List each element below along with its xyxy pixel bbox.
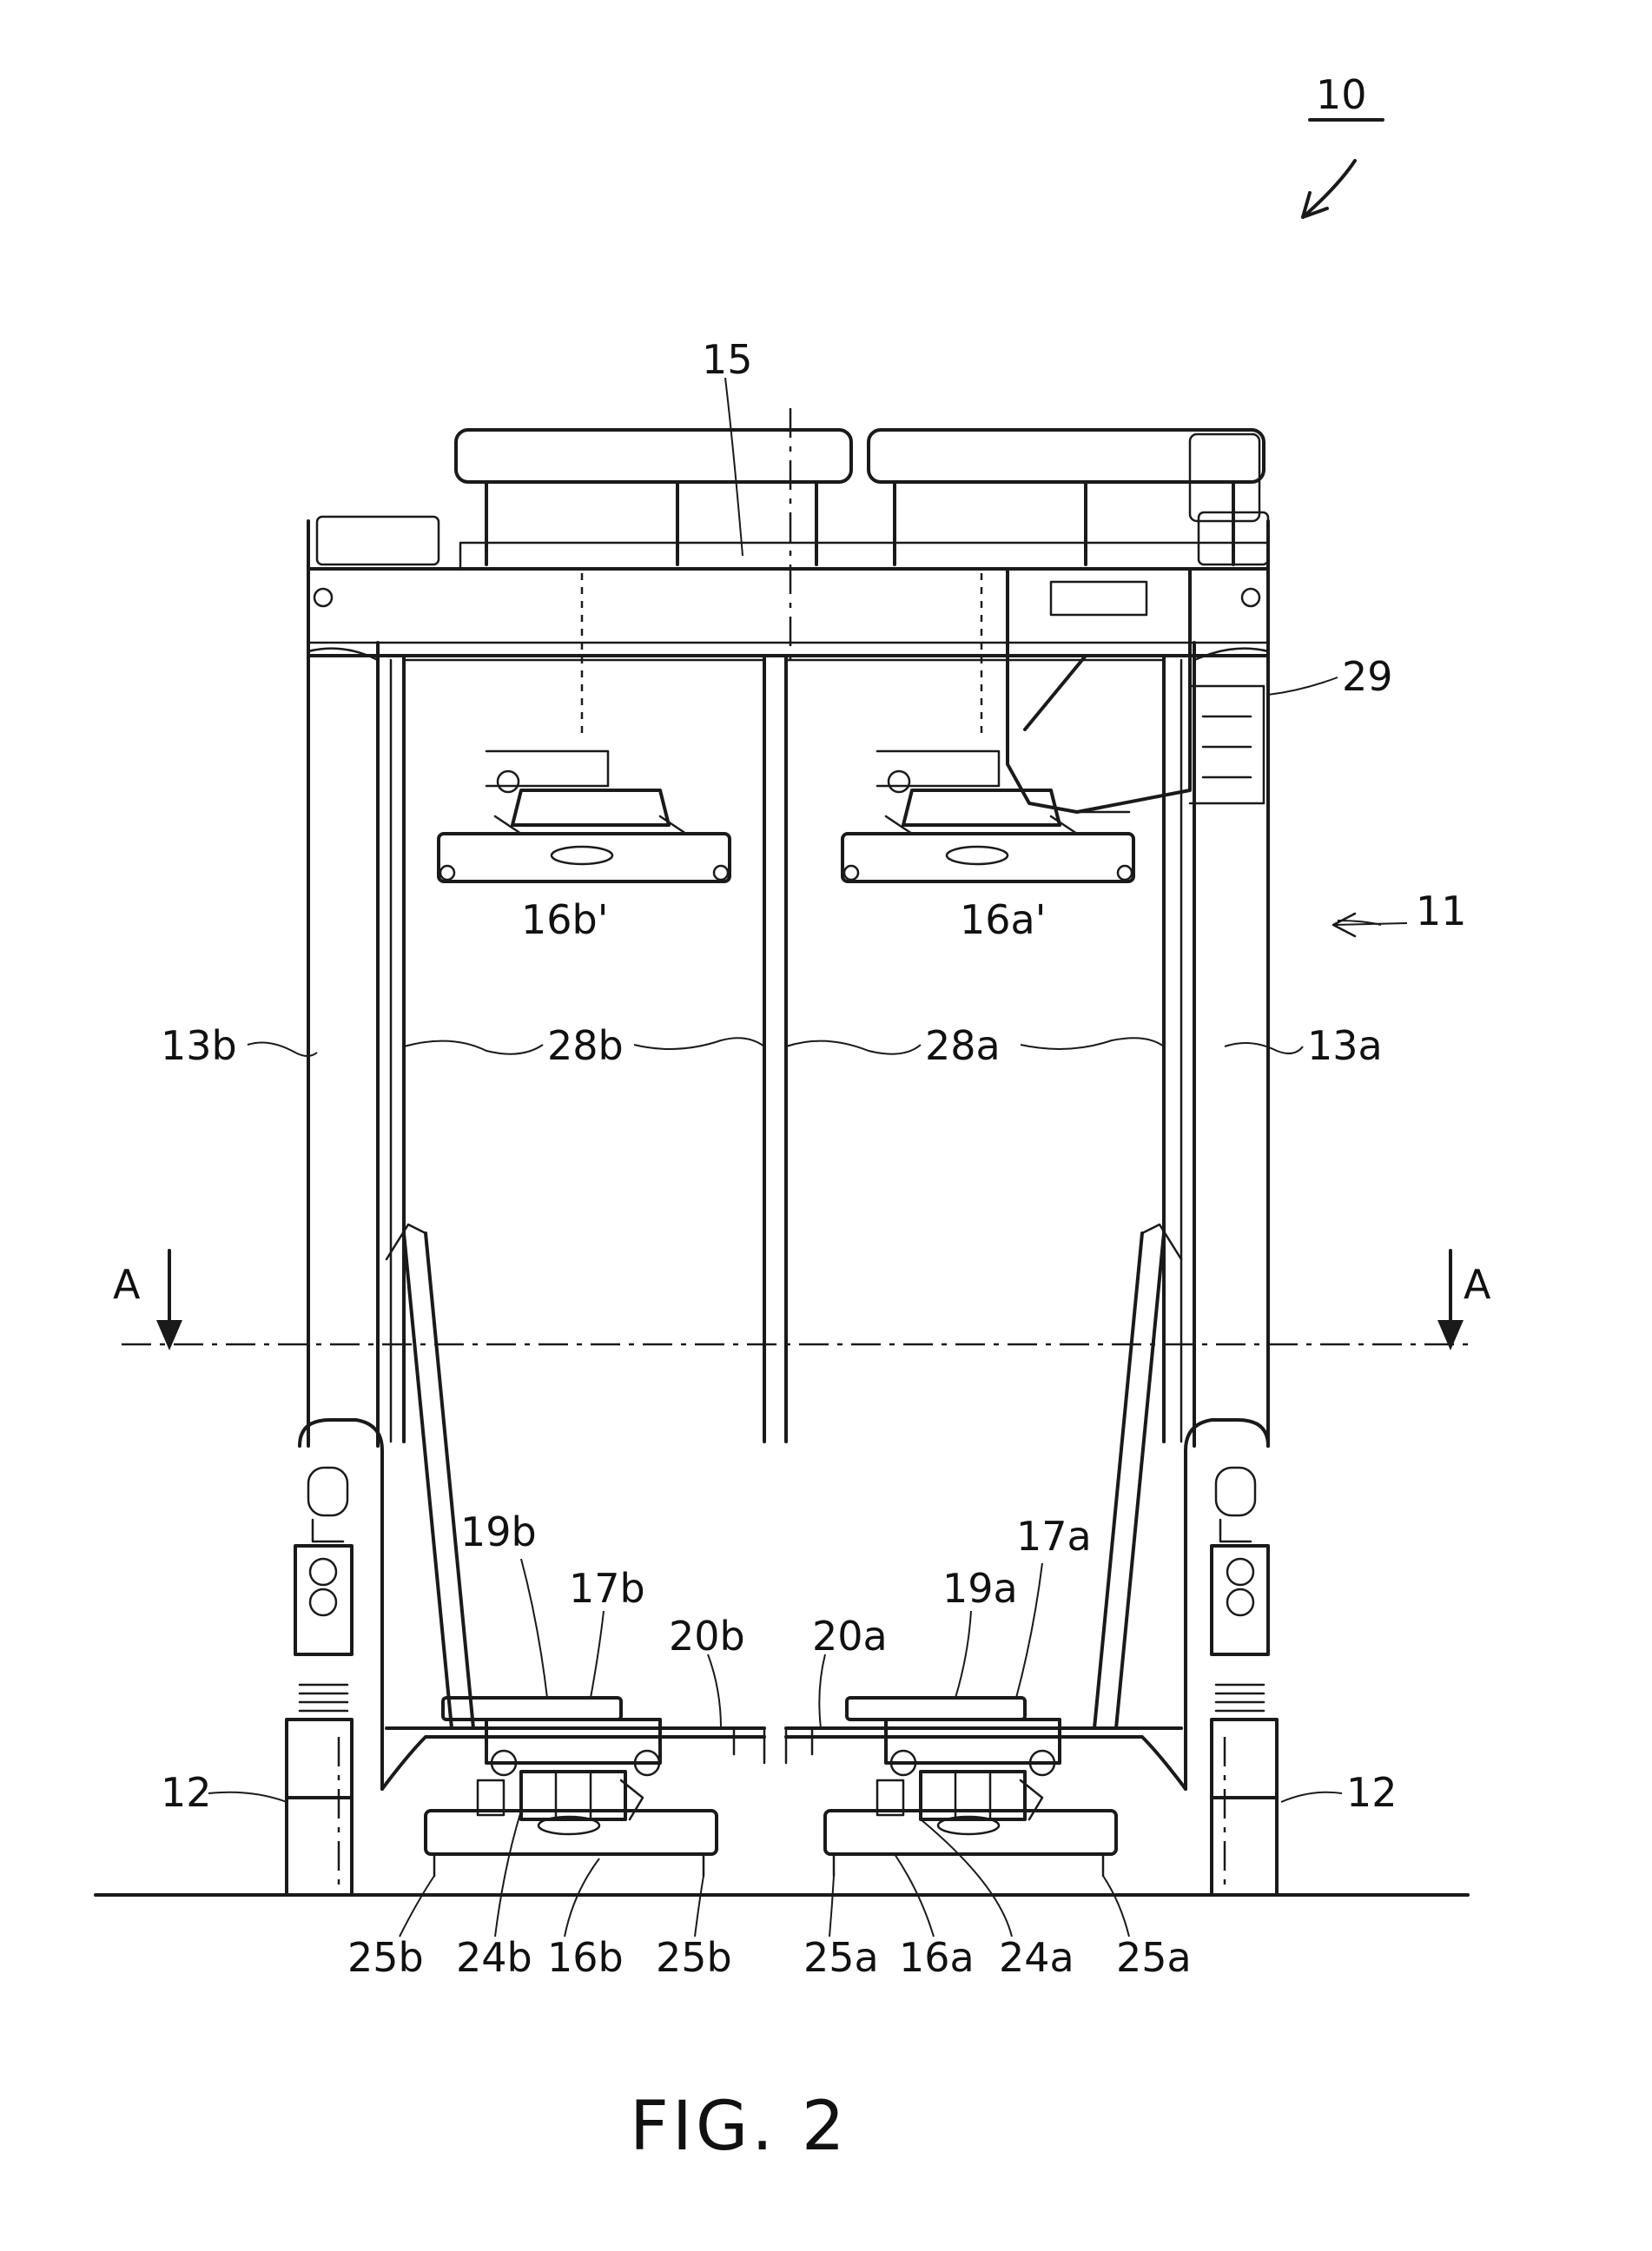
label-12-left: 12 (161, 1769, 212, 1816)
label-10: 10 (1316, 71, 1367, 118)
label-15: 15 (702, 336, 753, 383)
spreader-16a-prime (843, 751, 1133, 881)
label-20b: 20b (669, 1613, 745, 1660)
label-28b: 28b (547, 1022, 624, 1069)
label-29: 29 (1342, 653, 1393, 700)
leg-13b (308, 521, 391, 1446)
spreader-16b (426, 1780, 717, 1876)
spreader-16a (825, 1780, 1116, 1876)
label-25b-right: 25b (656, 1934, 732, 1981)
strut-19a (1094, 1225, 1181, 1728)
label-25a-right: 25a (1116, 1934, 1192, 1981)
cab-29 (1008, 569, 1264, 812)
label-16a-prime: 16a' (960, 896, 1046, 943)
leader-lines (208, 378, 1381, 1937)
strut-19b (387, 1225, 473, 1728)
label-24a: 24a (999, 1934, 1074, 1981)
wheel-assembly-right (1186, 1420, 1277, 1893)
label-section-a-right: A (1464, 1261, 1491, 1308)
label-11: 11 (1416, 888, 1467, 934)
trolley-17a (847, 1698, 1060, 1819)
label-20a: 20a (812, 1613, 888, 1660)
label-16a: 16a (899, 1934, 975, 1981)
leg-13a (1181, 521, 1268, 1446)
label-19b: 19b (460, 1508, 537, 1555)
trolley-17b (443, 1698, 660, 1819)
top-deck-railings (317, 408, 1268, 669)
label-13a: 13a (1307, 1022, 1383, 1069)
label-section-a-left: A (113, 1261, 141, 1308)
label-19a: 19a (942, 1565, 1018, 1612)
label-17b: 17b (569, 1565, 645, 1612)
label-16b-prime: 16b' (521, 896, 608, 943)
label-16b: 16b (547, 1934, 624, 1981)
label-25b-left: 25b (347, 1934, 424, 1981)
label-24b: 24b (456, 1934, 532, 1981)
wheel-assembly-left (287, 1420, 382, 1893)
label-12-right: 12 (1346, 1769, 1398, 1816)
section-line-a-a (122, 1251, 1468, 1350)
label-25a-left: 25a (803, 1934, 879, 1981)
label-17a: 17a (1016, 1513, 1092, 1560)
girder-15 (308, 569, 1268, 738)
label-28a: 28a (925, 1022, 1001, 1069)
reference-numeral-10: 10 (1303, 71, 1383, 217)
spreader-16b-prime (439, 751, 730, 881)
label-13b: 13b (161, 1022, 237, 1069)
figure-caption: FIG. 2 (630, 2088, 849, 2166)
labels: 15 29 11 16b' 16a' 13b 28b 28a 13a A A 1… (113, 336, 1491, 1981)
